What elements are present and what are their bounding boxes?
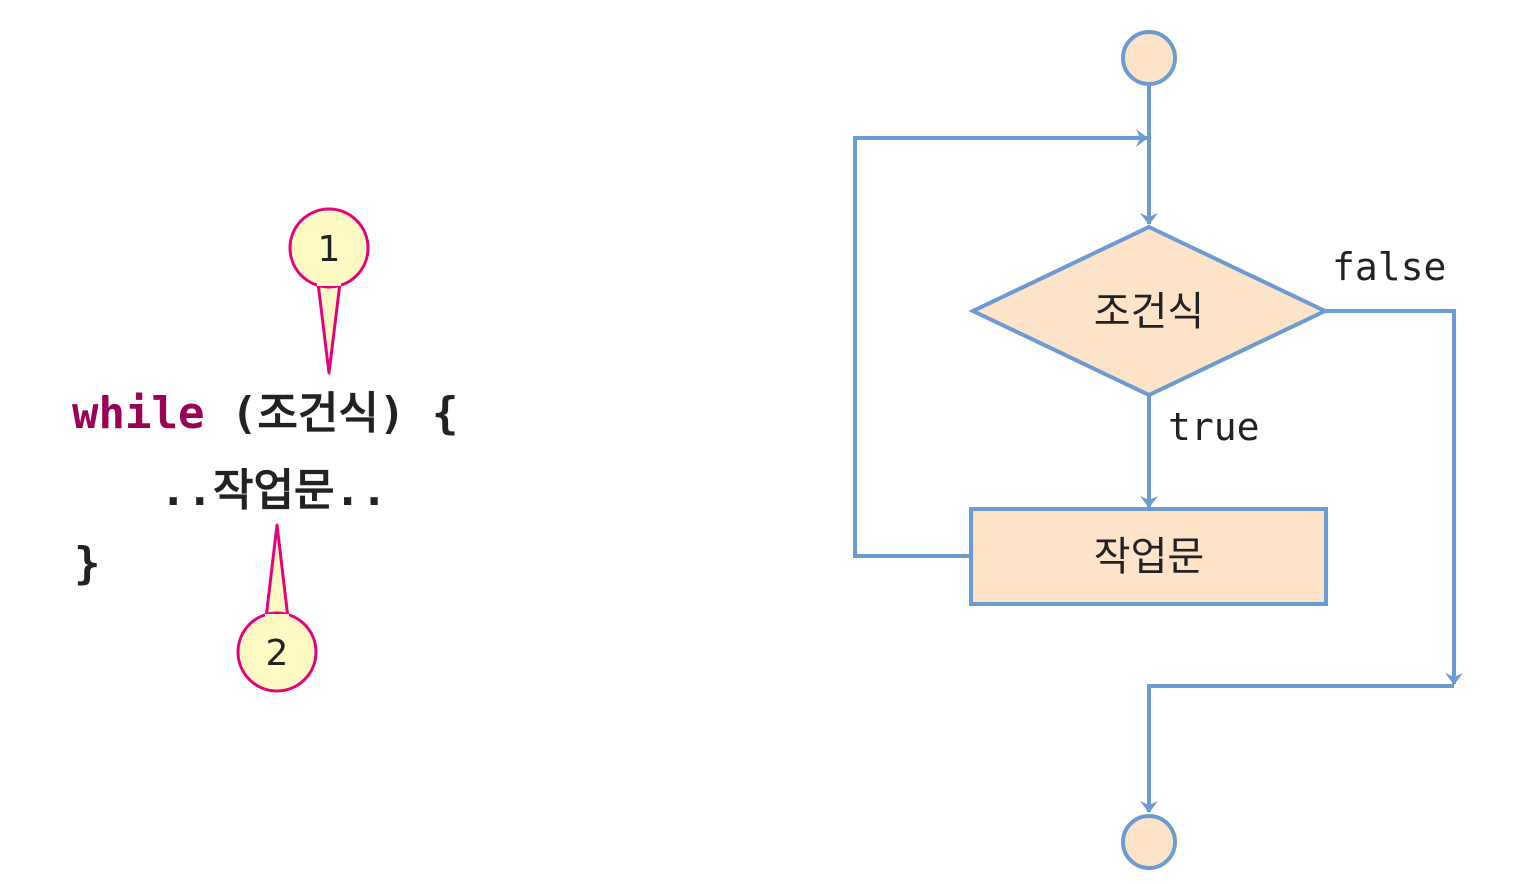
callout-2-circle [236,611,318,693]
code-line-3: } [74,538,101,589]
while-keyword: while [72,388,204,439]
callout-1-circle [288,207,370,289]
end-node [1121,814,1177,870]
false-branch-arrow [1325,309,1463,685]
true-label: true [1168,405,1260,449]
code-line-2: ..작업문.. [160,465,387,516]
exit-arrow [1140,684,1454,813]
action-node [969,507,1328,606]
flowchart: 조건식 true 작업문 false [853,30,1463,870]
action-label: 작업문 [1094,534,1204,580]
loop-back-arrow [853,129,1148,558]
code-block: while (조건식) { ..작업문.. } [72,388,458,589]
callout-2-number: 2 [266,633,289,674]
callout-2: 2 [236,523,318,693]
callout-1: 1 [288,207,370,375]
callout-1-pointer [316,282,342,375]
code-line-1-rest: (조건식) { [204,388,458,439]
condition-label: 조건식 [1094,289,1204,335]
code-line-1: while (조건식) { [72,388,458,439]
false-label: false [1332,245,1446,289]
callout-1-number: 1 [318,229,341,270]
start-node [1121,30,1177,86]
callout-2-pointer [264,523,290,619]
